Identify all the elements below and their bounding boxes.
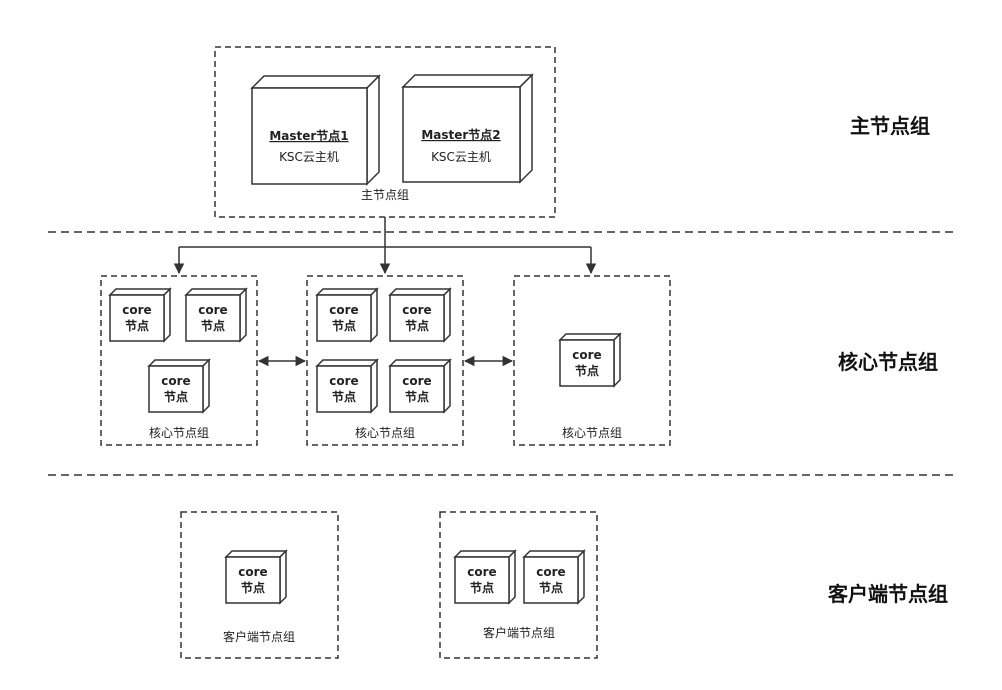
master-node-2-subtitle: KSC云主机 [431,150,491,164]
master-node-1-subtitle: KSC云主机 [279,150,339,164]
core-group-2-label: 核心节点组 [355,426,415,440]
master-node-2-title: Master节点2 [421,127,500,142]
master-group: Master节点1 KSC云主机 Master节点2 KSC云主机 主节点组 [214,46,556,218]
client-group-2-label: 客户端节点组 [483,625,555,640]
core-node-label-line1: core [536,565,565,579]
core-node-label-line2: 节点 [201,318,225,333]
core-node-label-line1: core [402,374,431,388]
section-label-master: 主节点组 [850,114,930,138]
core-node-label-line1: core [161,374,190,388]
core-group-3: 核心节点组 [513,275,671,446]
core-group-1-label: 核心节点组 [149,426,209,440]
client-group-1-label: 客户端节点组 [223,629,295,644]
core-node-label-line2: 节点 [332,389,356,404]
core-group-2: 核心节点组 [306,275,464,446]
section-label-core: 核心节点组 [838,350,938,374]
core-node-label-line1: core [329,303,358,317]
core-node-label-line1: core [198,303,227,317]
core-node-label-line2: 节点 [539,580,563,595]
core-node-label-line1: core [238,565,267,579]
core-node-label-line1: core [467,565,496,579]
client-group-1: 客户端节点组 [180,511,339,659]
client-group-2: 客户端节点组 [439,511,598,659]
master-node-1-title: Master节点1 [269,128,348,143]
core-node-label-line2: 节点 [470,580,494,595]
core-node-label-line2: 节点 [241,580,265,595]
master-to-core-connectors [173,217,597,275]
core-group-1: 核心节点组 [100,275,258,446]
core-node-label-line2: 节点 [405,389,429,404]
master-node-1: Master节点1 KSC云主机 [250,74,381,186]
core-node-label-line2: 节点 [125,318,149,333]
section-label-client: 客户端节点组 [827,582,948,606]
core-node-label-line2: 节点 [575,363,599,378]
core-node-label-line1: core [402,303,431,317]
core-nodes: core节点core节点core节点core节点core节点core节点core… [108,287,622,605]
core-group-3-label: 核心节点组 [562,426,622,440]
core-node-label-line2: 节点 [164,389,188,404]
master-node-2: Master节点2 KSC云主机 [401,73,534,184]
core-node-label-line1: core [122,303,151,317]
core-node-label-line1: core [329,374,358,388]
core-node-label-line2: 节点 [405,318,429,333]
core-node-label-line2: 节点 [332,318,356,333]
master-group-label: 主节点组 [361,188,409,202]
core-node-label-line1: core [572,348,601,362]
